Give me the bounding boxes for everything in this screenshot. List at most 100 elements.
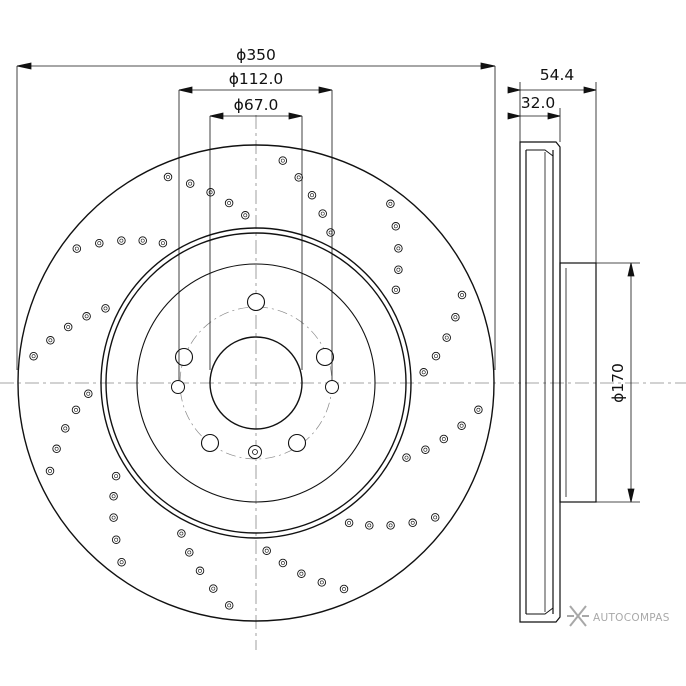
drill-hole: [52, 444, 61, 454]
drill-hole: [402, 453, 411, 462]
drill-hole: [451, 312, 460, 322]
side-vent-cap-bottom: [526, 607, 554, 615]
dim-bolt-circle: [178, 86, 333, 380]
drill-hole-chamfer: [310, 193, 314, 198]
drill-hole: [84, 389, 93, 398]
bolt-hole: [246, 292, 266, 312]
drill-hole: [294, 173, 303, 182]
drill-hole-chamfer: [280, 158, 285, 163]
drill-hole-chamfer: [299, 571, 304, 576]
drill-hole-chamfer: [444, 335, 449, 340]
drill-hole: [394, 244, 403, 253]
drill-hole-chamfer: [66, 325, 71, 329]
drill-hole-chamfer: [208, 190, 213, 195]
pilot-hole-inner: [252, 449, 258, 455]
drill-hole: [457, 421, 466, 430]
drill-hole: [95, 238, 104, 248]
drill-hole-chamfer: [393, 224, 398, 229]
drill-hole: [297, 569, 306, 578]
drill-hole-chamfer: [114, 537, 119, 542]
drill-hole: [111, 535, 121, 544]
drill-hole: [209, 584, 218, 593]
drill-hole: [278, 558, 288, 568]
drill-hole: [46, 336, 55, 345]
drill-hole-chamfer: [188, 181, 193, 186]
drill-hole-chamfer: [74, 246, 79, 251]
drill-hole: [185, 179, 195, 188]
drill-hole-chamfer: [460, 293, 464, 297]
centerlines: [0, 115, 686, 650]
drill-hole-chamfer: [367, 523, 372, 528]
bolt-hole: [287, 433, 307, 453]
watermark-text: AUTOCOMPAS: [593, 612, 670, 624]
drill-hole-chamfer: [280, 561, 285, 565]
disc-side-view: [519, 141, 597, 623]
drill-hole-chamfer: [434, 354, 438, 359]
dim-hat-diameter-label: ϕ170: [609, 363, 627, 403]
drill-hole: [408, 518, 417, 528]
drill-hole-chamfer: [97, 241, 102, 246]
drill-hole: [317, 578, 327, 587]
drill-hole-chamfer: [227, 603, 232, 608]
dim-outer-diameter-label: ϕ350: [236, 46, 276, 64]
dim-center-bore-label: ϕ67.0: [234, 96, 279, 114]
bolt-hole: [315, 347, 335, 367]
drill-hole-chamfer: [111, 515, 116, 520]
drill-hole: [394, 265, 403, 274]
drill-hole: [224, 601, 234, 610]
drill-hole: [117, 557, 126, 567]
autocompas-logo-icon: [567, 605, 589, 627]
drill-hole: [421, 445, 430, 454]
dim-total-thickness: [507, 82, 597, 263]
drill-hole-chamfer: [160, 241, 165, 246]
drill-hole: [111, 471, 121, 481]
drill-hole-chamfer: [114, 474, 119, 479]
side-hat-profile: [559, 262, 597, 503]
watermark: AUTOCOMPAS: [567, 605, 670, 627]
drill-hole-chamfer: [423, 447, 428, 452]
drill-hole: [278, 156, 288, 165]
drill-hole: [163, 172, 173, 182]
drill-hole-chamfer: [342, 587, 346, 591]
drill-hole: [109, 492, 118, 501]
drill-hole: [318, 209, 327, 218]
drill-hole-chamfer: [441, 437, 446, 441]
drill-hole: [206, 188, 215, 197]
drill-hole-chamfer: [243, 213, 248, 218]
drill-hole: [45, 466, 55, 476]
drill-hole: [29, 351, 38, 361]
drill-hole-chamfer: [296, 175, 301, 180]
drill-hole: [386, 521, 395, 530]
drill-hole: [185, 548, 194, 557]
pilot-hole: [171, 380, 185, 394]
drill-hole: [177, 529, 186, 538]
drill-hole-chamfer: [264, 548, 269, 553]
hat-inner-step: [136, 263, 376, 503]
drill-hole-chamfer: [476, 407, 481, 412]
drill-hole-chamfer: [84, 314, 89, 319]
drill-hole-chamfer: [54, 446, 59, 451]
drill-hole-chamfer: [63, 426, 68, 431]
dim-hat-diameter: [596, 262, 640, 503]
drill-hole-chamfer: [459, 423, 464, 428]
drill-hole: [262, 546, 271, 555]
drill-hole: [72, 244, 82, 253]
drill-hole-chamfer: [421, 370, 426, 375]
center-bore: [209, 336, 303, 430]
bolt-hole: [174, 347, 194, 367]
drill-hole-chamfer: [140, 238, 145, 243]
drill-hole-chamfer: [111, 494, 116, 499]
dim-center-bore: [209, 112, 303, 370]
drill-hole-chamfer: [396, 246, 401, 251]
drill-hole: [430, 513, 440, 522]
bolt-holes: [174, 292, 335, 453]
drill-hole: [365, 521, 374, 530]
drill-hole-chamfer: [74, 407, 78, 412]
drill-hole-chamfer: [119, 560, 124, 565]
bolt-hole: [200, 433, 220, 453]
drill-hole-chamfer: [31, 354, 36, 359]
drill-hole: [241, 211, 250, 220]
drill-hole: [195, 566, 205, 576]
drill-hole: [63, 322, 73, 332]
